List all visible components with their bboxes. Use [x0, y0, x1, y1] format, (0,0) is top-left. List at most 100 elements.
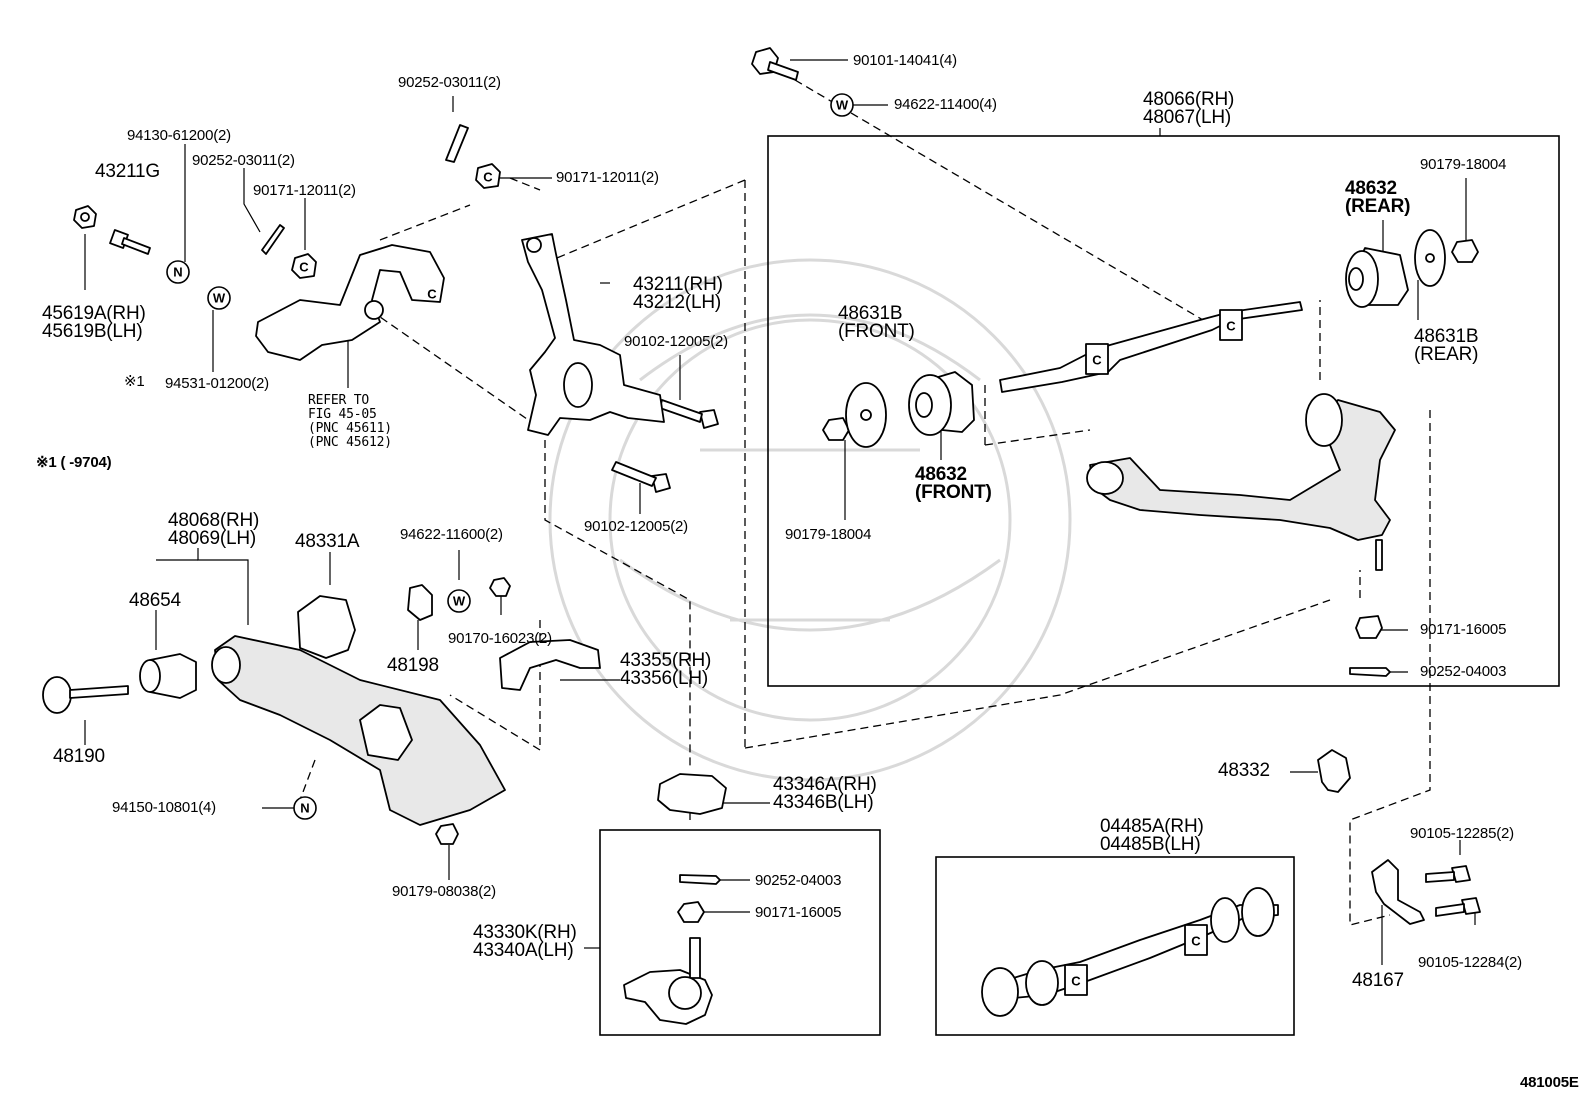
label-90252-c: 90252-04003	[1420, 663, 1507, 680]
label-94150: 94150-10801(4)	[112, 799, 216, 816]
label-90171-a: 90171-12011(2)	[253, 182, 356, 199]
cotter-pin-icon	[679, 874, 721, 885]
label-45619: 45619A(RH)45619B(LH)	[42, 303, 146, 342]
label-48632-rear: 48632(REAR)	[1345, 178, 1411, 217]
svg-text:W: W	[836, 98, 849, 113]
cotter-pin-icon	[261, 224, 285, 255]
arm-assembly-box	[935, 856, 1295, 1036]
assembly-lines	[299, 79, 1431, 926]
label-48331a: 48331A	[295, 531, 360, 552]
hardware-parts: C C	[73, 47, 1481, 923]
label-90170: 90170-16023(2)	[448, 630, 552, 647]
diagram-code: 481005E	[1520, 1074, 1579, 1091]
label-48190: 48190	[53, 746, 105, 767]
label-90171-c: 90171-16005	[1420, 621, 1507, 638]
label-90252-d: 90252-04003	[755, 872, 842, 889]
upper-arm-shaft-icon	[999, 301, 1303, 393]
nut-90179-icon	[435, 823, 459, 845]
label-94622-a: 94622-11400(4)	[894, 96, 997, 113]
nut-90171-icon	[677, 901, 705, 923]
label-48332: 48332	[1218, 760, 1270, 781]
cam-bolt-48190-icon	[42, 676, 129, 714]
bolt-90105-icon	[1435, 897, 1481, 917]
svg-text:C: C	[1092, 353, 1102, 368]
svg-text:W: W	[453, 594, 466, 609]
cotter-pin-icon	[1349, 667, 1391, 677]
nut-90171-icon	[1355, 615, 1383, 639]
bumper-48331a-icon	[297, 595, 356, 659]
castle-nut-icon: C	[291, 253, 317, 279]
nut-45619-icon	[73, 205, 97, 229]
label-48631b-front: 48631B(FRONT)	[838, 303, 915, 342]
label-04485: 04485A(RH)04485B(LH)	[1100, 816, 1204, 855]
cotter-pin-icon	[445, 124, 469, 163]
label-90171-b: 90171-12011(2)	[556, 169, 659, 186]
label-90105-b: 90105-12284(2)	[1418, 954, 1522, 971]
label-43346: 43346A(RH)43346B(LH)	[773, 774, 877, 813]
svg-text:N: N	[300, 801, 309, 816]
svg-text:C: C	[1191, 934, 1201, 949]
label-48654: 48654	[129, 590, 181, 611]
lower-control-arm-icon	[214, 635, 506, 826]
svg-text:C: C	[1226, 319, 1236, 334]
ball-joint-box	[599, 829, 881, 1036]
upper-arm-box	[767, 135, 1560, 687]
upper-control-arm-icon	[1089, 399, 1396, 541]
label-48068: 48068(RH)48069(LH)	[168, 510, 260, 549]
svg-text:W: W	[213, 291, 226, 306]
label-94531: 94531-01200(2)	[165, 375, 269, 392]
footnote: ※1 ( -9704)	[36, 454, 112, 471]
svg-text:C: C	[483, 170, 493, 185]
svg-text:C: C	[299, 260, 309, 275]
leader-lines	[84, 59, 1476, 965]
bolt-90105-icon	[1425, 865, 1471, 883]
label-94622-b: 94622-11600(2)	[400, 526, 503, 543]
svg-text:N: N	[173, 265, 182, 280]
label-90102-a: 90102-12005(2)	[624, 333, 728, 350]
nut-90179-icon	[1451, 239, 1479, 263]
castle-nut-icon: C	[475, 163, 501, 189]
bracket-45619-icon	[255, 244, 445, 361]
label-90105-a: 90105-12285(2)	[1410, 825, 1514, 842]
watermark-emblem	[548, 258, 1072, 782]
label-90179-b: 90179-18004	[785, 526, 872, 543]
label-90179-c: 90179-08038(2)	[392, 883, 496, 900]
label-90102-b: 90102-12005(2)	[584, 518, 688, 535]
bumper-48332-icon	[1317, 749, 1351, 793]
nut-90170-icon	[489, 577, 511, 597]
bolt-90102-icon	[659, 399, 719, 429]
bracket-48167-icon	[1371, 859, 1425, 925]
nut-symbol-icon	[293, 796, 317, 820]
washer-symbol-icon	[447, 589, 471, 613]
label-90179-a: 90179-18004	[1420, 156, 1507, 173]
label-43330: 43330K(RH)43340A(LH)	[473, 922, 577, 961]
cushion-48198-icon	[407, 584, 433, 621]
washer-symbol-icon	[207, 286, 231, 310]
washer-symbol-icon	[830, 93, 854, 117]
nut-symbol-icon	[166, 260, 190, 284]
bolt-90101-icon	[751, 47, 799, 81]
bolt-43211g-icon	[109, 229, 151, 255]
label-48167: 48167	[1352, 970, 1404, 991]
washer-symbols: W W W N N	[166, 93, 854, 820]
svg-text:C: C	[1071, 974, 1081, 989]
bolt-90102-icon	[611, 461, 671, 493]
label-48198: 48198	[387, 655, 439, 676]
label-43211g: 43211G	[95, 161, 161, 182]
label-48632-front: 48632(FRONT)	[915, 464, 992, 503]
label-94531-mark: ※1	[124, 373, 145, 390]
label-48631b-rear: 48631B(REAR)	[1414, 326, 1479, 365]
guard-43355-icon	[499, 639, 601, 691]
label-43211: 43211(RH)43212(LH)	[633, 274, 723, 313]
major-parts: C C C	[42, 229, 1446, 1025]
steering-knuckle-icon	[521, 233, 665, 436]
svg-text:C: C	[427, 287, 437, 302]
label-90252-a: 90252-03011(2)	[192, 152, 295, 169]
label-90101: 90101-14041(4)	[853, 52, 957, 69]
label-90252-b: 90252-03011(2)	[398, 74, 501, 91]
label-90171-d: 90171-16005	[755, 904, 842, 921]
nut-90179-icon	[822, 417, 850, 441]
